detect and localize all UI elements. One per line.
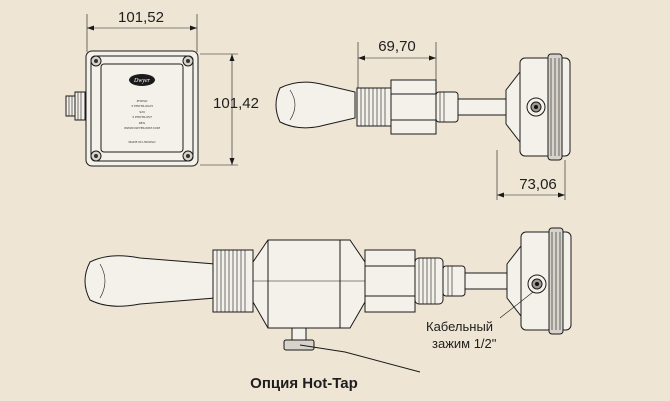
stem-tube xyxy=(457,98,507,116)
brand-logo-text: Dwyer xyxy=(133,78,151,84)
label-origin: MADE IN USDOSO xyxy=(129,140,157,144)
arrow-head xyxy=(429,55,436,61)
compression-coupling xyxy=(435,91,459,123)
valve-stem xyxy=(291,327,307,341)
enclosure-rim xyxy=(90,55,194,162)
label-line: S/N xyxy=(139,110,144,114)
dimension-enclosure-height: 101,42 xyxy=(213,95,259,112)
valve-handle-lever xyxy=(299,344,421,373)
float-ball xyxy=(84,255,216,307)
brand-logo xyxy=(129,74,155,86)
dimension-enclosure-width: 101,52 xyxy=(118,9,164,26)
hex-nut xyxy=(390,79,437,135)
label-line: WWW.DWYER-INST.COM xyxy=(124,126,160,130)
label-line: PHOSO xyxy=(137,99,148,103)
float-ball xyxy=(275,81,356,129)
compression-fitting xyxy=(442,265,466,297)
arrow-head xyxy=(358,55,365,61)
label-line: 3 PHOTR-0ST xyxy=(132,115,152,119)
dimension-housing-depth: 73,06 xyxy=(519,176,557,193)
stem-tube xyxy=(464,272,508,290)
enclosure-body xyxy=(85,50,199,167)
side-view: 69,70 xyxy=(275,38,571,200)
cable-gland-nut xyxy=(74,91,86,121)
arrow-head xyxy=(558,192,565,198)
pipe-thread xyxy=(356,87,392,127)
hot-tap-assembly: Кабельный зажим 1/2" xyxy=(84,227,572,373)
callout-line-2: зажим 1/2" xyxy=(432,336,497,351)
valve-handle-hub xyxy=(283,339,315,351)
label-line: REG xyxy=(139,121,146,125)
arrow-head xyxy=(87,25,94,31)
arrow-head xyxy=(229,54,235,61)
enclosure-lid xyxy=(100,63,184,153)
arrow-head xyxy=(190,25,197,31)
housing-neck xyxy=(506,244,522,318)
enclosure-front-view: 101,52 101,42 Dwyer PHOSO 3 PHO xyxy=(65,9,259,167)
arrow-head xyxy=(229,158,235,165)
hex-adapter xyxy=(364,249,416,313)
callout-line-1: Кабельный xyxy=(426,319,493,334)
callout-leader xyxy=(499,291,534,319)
label-line: 3 PHOTR-0023 xyxy=(131,104,153,108)
figure-caption: Опция Hot-Tap xyxy=(250,375,358,392)
ball-valve-body xyxy=(252,239,366,329)
housing-neck xyxy=(505,70,521,144)
arrow-head xyxy=(497,192,504,198)
dimension-fitting-length: 69,70 xyxy=(378,38,416,55)
